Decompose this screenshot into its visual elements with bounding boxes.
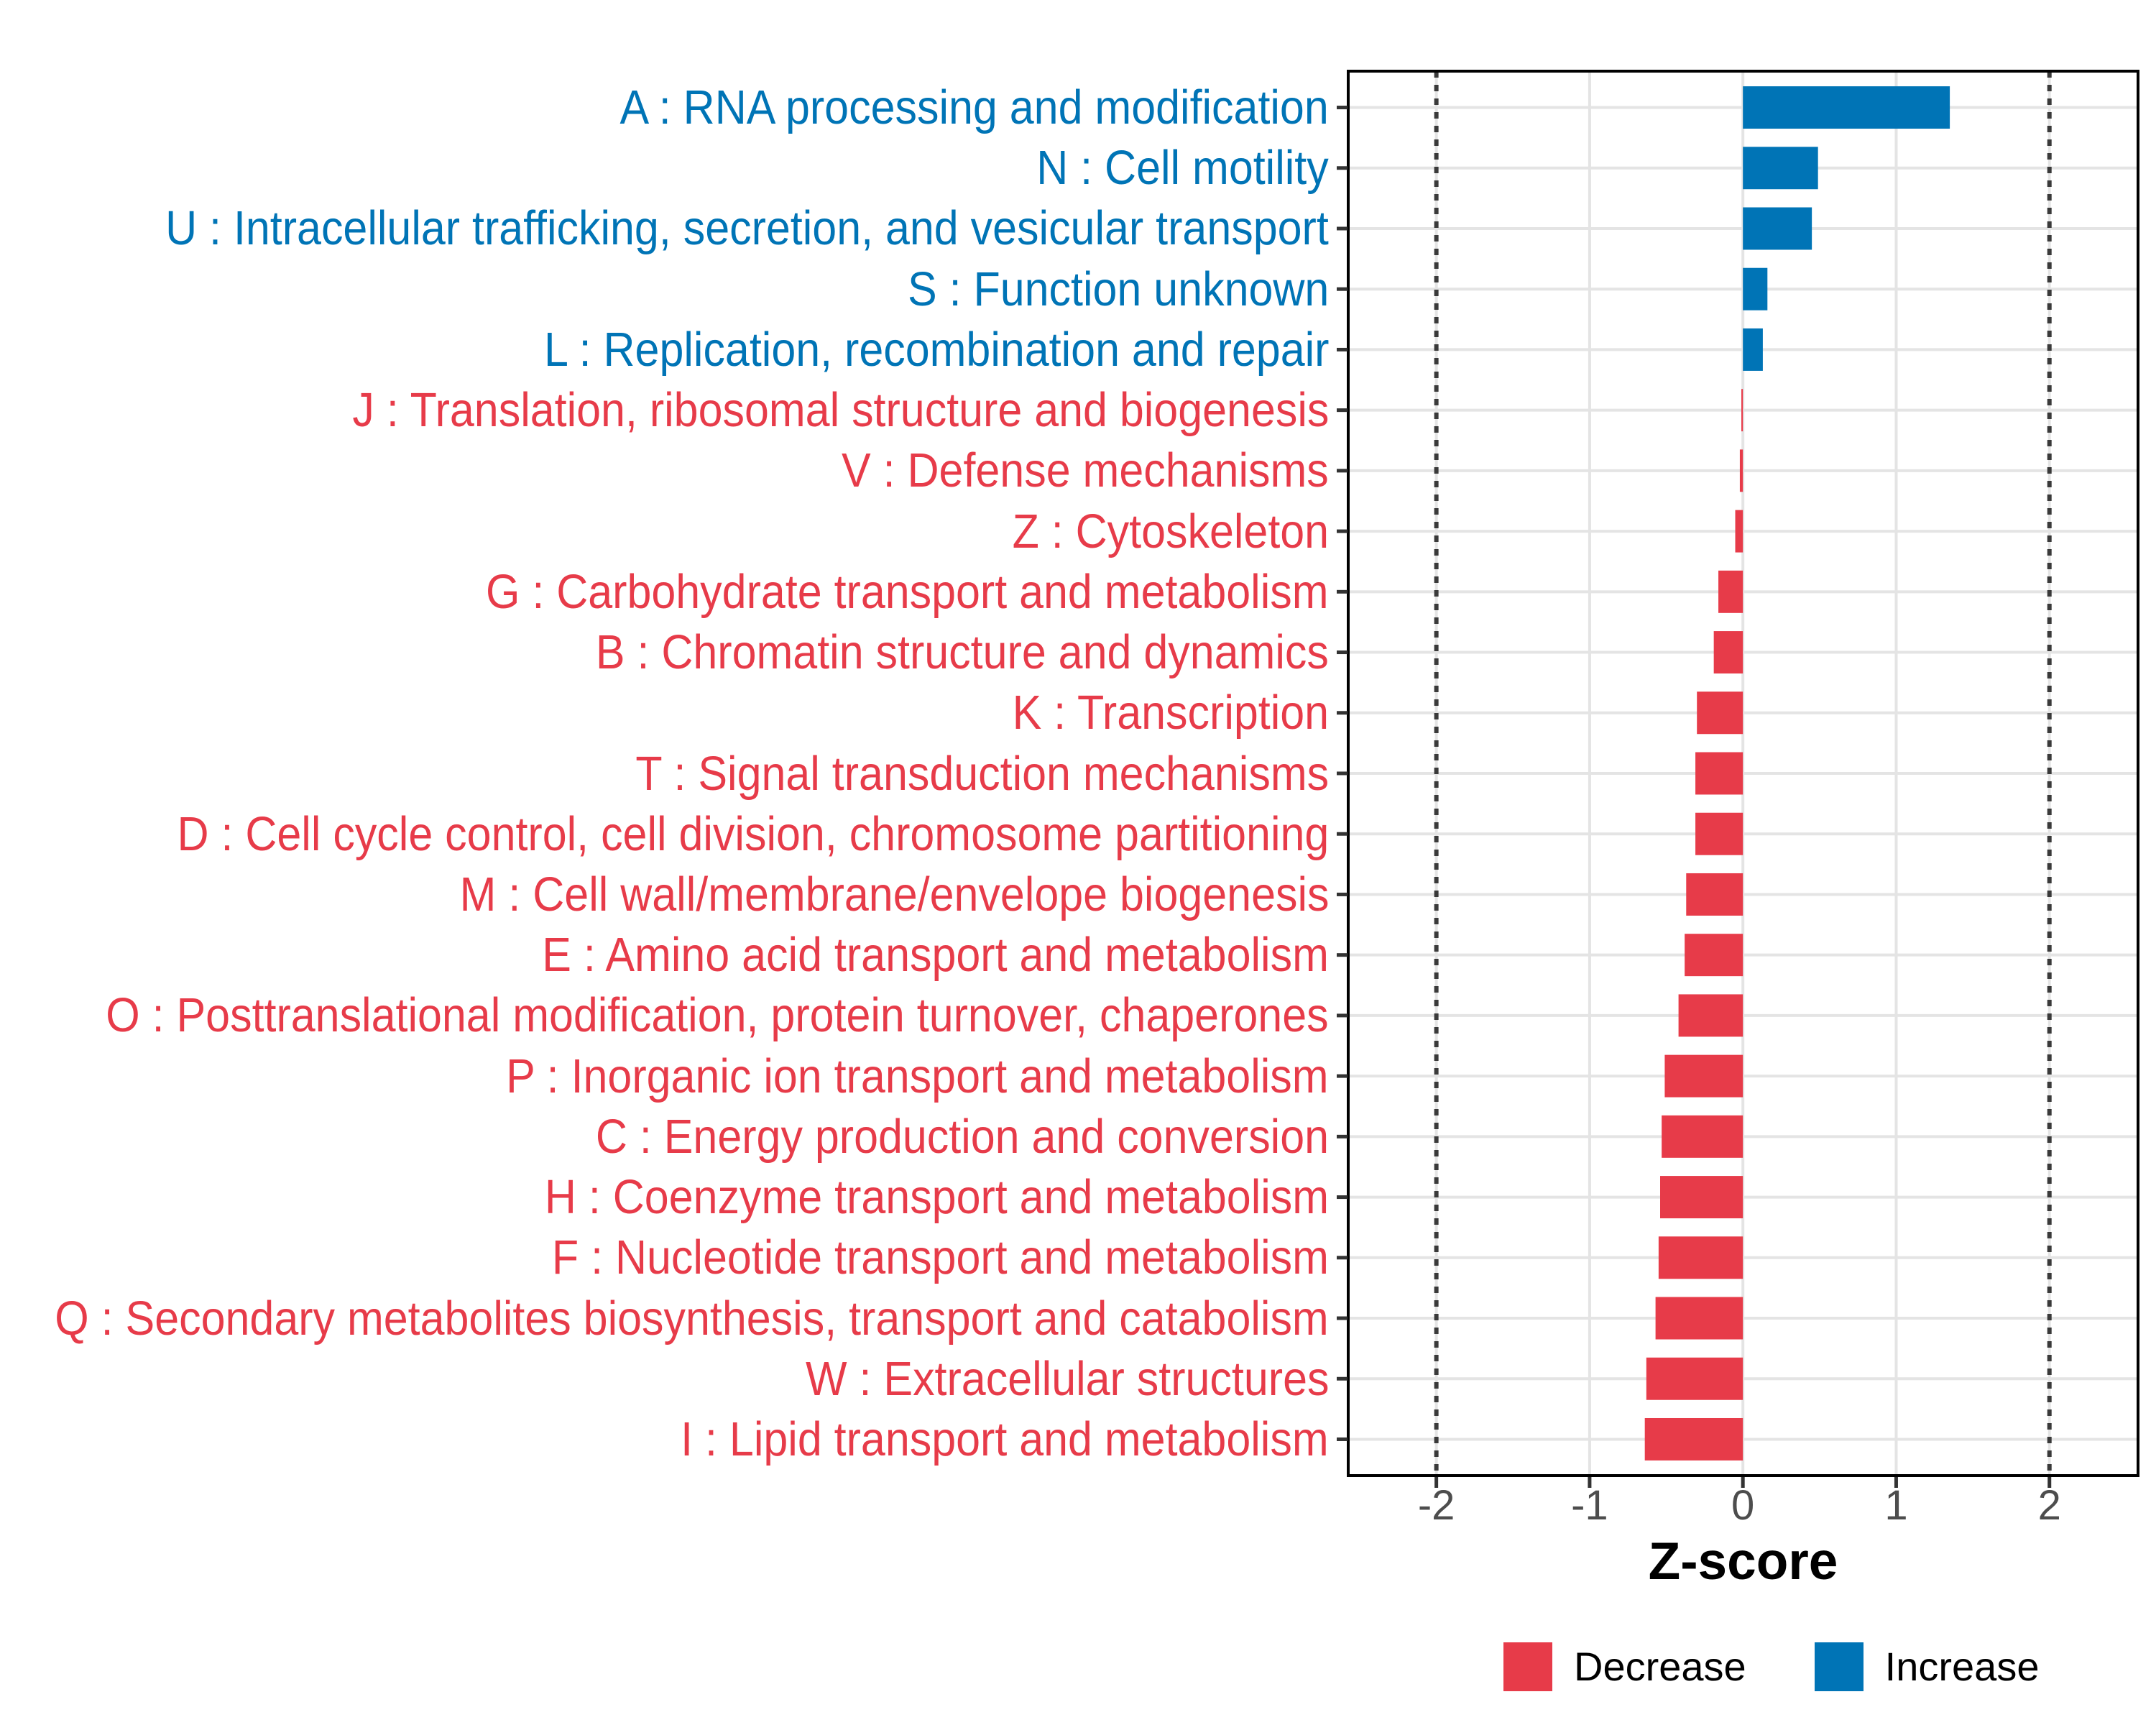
x-tick-label--2: -2 [1417, 1482, 1455, 1529]
category-label-z: Z : Cytoskeleton [1012, 504, 1329, 558]
decrease-swatch-icon [1503, 1642, 1552, 1691]
legend-item-increase: Increase [1814, 1642, 2040, 1691]
category-label-f: F : Nucleotide transport and metabolism [551, 1230, 1329, 1285]
panel-border [1347, 70, 2139, 1477]
increase-swatch-icon [1814, 1642, 1864, 1691]
x-tick-label-2: 2 [2037, 1482, 2061, 1529]
category-label-j: J : Translation, ribosomal structure and… [352, 383, 1329, 438]
bar-u [1743, 207, 1812, 250]
bar-v [1739, 449, 1743, 492]
legend-label-decrease: Decrease [1574, 1644, 1746, 1689]
bar-t [1695, 752, 1743, 795]
category-label-u: U : Intracellular trafficking, secretion… [165, 201, 1329, 256]
bar-n [1743, 147, 1818, 190]
category-label-b: B : Chromatin structure and dynamics [596, 625, 1329, 680]
legend-item-decrease: Decrease [1503, 1642, 1746, 1691]
category-label-w: W : Extracellular structures [805, 1351, 1329, 1406]
bar-g [1718, 570, 1743, 613]
x-tick-label--1: -1 [1571, 1482, 1608, 1529]
category-label-g: G : Carbohydrate transport and metabolis… [486, 564, 1329, 619]
category-label-v: V : Defense mechanisms [842, 443, 1329, 498]
bar-o [1678, 994, 1743, 1037]
category-label-h: H : Coenzyme transport and metabolism [544, 1170, 1329, 1225]
category-label-n: N : Cell motility [1036, 141, 1329, 196]
bar-s [1743, 267, 1768, 310]
bar-z [1735, 510, 1743, 553]
bar-q [1655, 1297, 1743, 1340]
bar-b [1713, 631, 1743, 674]
x-tick-label-1: 1 [1884, 1482, 1908, 1529]
bar-w [1646, 1357, 1743, 1400]
bar-p [1664, 1054, 1743, 1098]
bar-e [1685, 934, 1743, 977]
bar-c [1662, 1115, 1743, 1158]
category-label-q: Q : Secondary metabolites biosynthesis, … [55, 1291, 1329, 1346]
category-label-l: L : Replication, recombination and repai… [543, 322, 1329, 377]
legend: Decrease Increase [1503, 1642, 2039, 1691]
category-label-o: O : Posttranslational modification, prot… [106, 988, 1329, 1043]
bar-j [1741, 389, 1743, 432]
bar-h [1660, 1176, 1743, 1219]
category-label-i: I : Lipid transport and metabolism [681, 1412, 1329, 1466]
bar-d [1695, 812, 1743, 855]
bar-f [1658, 1236, 1743, 1279]
bar-m [1686, 873, 1743, 916]
x-tick-label-0: 0 [1731, 1482, 1755, 1529]
category-label-c: C : Energy production and conversion [595, 1109, 1329, 1164]
x-axis-title: Z-score [1648, 1532, 1838, 1591]
category-label-a: A : RNA processing and modification [619, 80, 1329, 135]
category-label-m: M : Cell wall/membrane/envelope biogenes… [459, 867, 1329, 921]
legend-label-increase: Increase [1884, 1644, 2040, 1689]
bar-a [1743, 86, 1950, 129]
category-label-p: P : Inorganic ion transport and metaboli… [506, 1049, 1329, 1103]
category-label-e: E : Amino acid transport and metabolism [542, 928, 1329, 983]
category-label-s: S : Function unknown [907, 262, 1329, 316]
bar-l [1743, 328, 1763, 371]
category-label-t: T : Signal transduction mechanisms [635, 746, 1329, 801]
bar-k [1697, 691, 1743, 735]
bar-i [1644, 1417, 1743, 1460]
category-label-k: K : Transcription [1012, 686, 1329, 740]
category-label-d: D : Cell cycle control, cell division, c… [177, 806, 1329, 861]
